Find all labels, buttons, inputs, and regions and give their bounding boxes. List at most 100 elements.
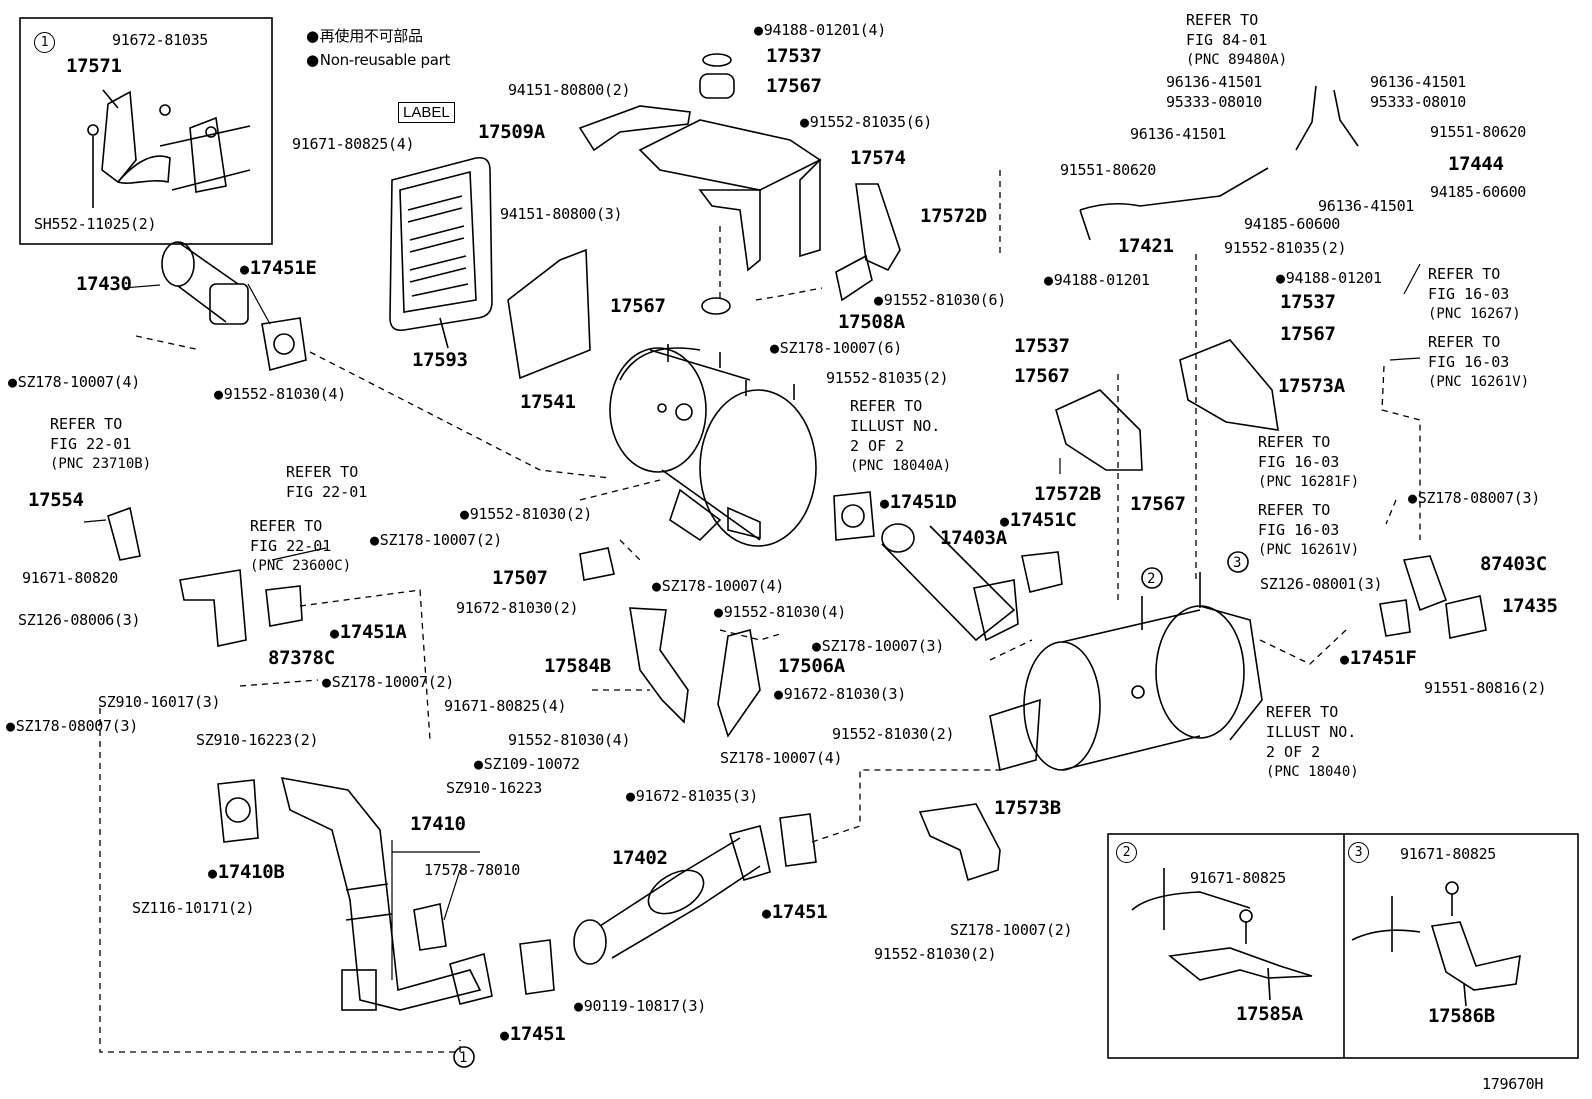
part-sz178-2a: SZ178-10007(2) [370,532,503,548]
part-90119: 90119-10817(3) [574,998,707,1014]
part-91552-81030-6: 91552-81030(6) [874,292,1007,308]
pipe-17402 [573,825,771,965]
inset2-drawing [1131,868,1313,1001]
part-sz910-3: SZ910-16017(3) [98,693,221,711]
legend-jp: 再使用不可部品 [306,28,423,44]
bracket-87378C [179,569,247,647]
bracket-17574 [638,53,822,315]
part-17572D: 17572D [920,205,987,227]
inset1-bracket-drawing [87,89,251,208]
drawing-marker-3: 3 [1233,555,1242,571]
part-17567-mid: 17567 [610,295,666,317]
bracket-17509A [578,105,691,152]
legend-en: Non-reusable part [306,52,451,68]
part-17573A: 17573A [1278,375,1345,397]
part-17578: 17578-78010 [424,861,521,879]
marker-3-circle [1227,551,1249,573]
drawing-marker-1: 1 [459,1050,468,1066]
drawing-marker-2: 2 [1147,571,1156,587]
part-sz910-16223-2: SZ910-16223(2) [196,731,319,749]
clamp-17578 [413,903,447,951]
bracket-17541 [507,248,591,380]
part-95333-b: 95333-08010 [1370,93,1467,111]
part-17451A: 17451A [330,622,407,643]
part-96136-a: 96136-41501 [1166,73,1263,91]
leader-lines [83,263,1421,980]
bracket-17572D [855,183,901,272]
gasket-17451-lower1 [779,813,817,867]
marker-2-circle [1141,567,1163,589]
gasket-17451A [265,585,303,627]
bracket-17506A [717,628,761,738]
bracket-17573B [918,803,1001,882]
part-sz910-16223: SZ910-16223 [446,779,543,797]
gasket-17451F [1379,599,1411,637]
bracket-17435 [1445,595,1487,639]
inset-marker-2: 2 [1116,842,1137,863]
bracket-17507 [579,547,615,581]
part-91671-80825-i2: 91671-80825 [1190,869,1287,887]
part-17435: 17435 [1502,595,1558,617]
hose-95333-left [1295,85,1317,151]
part-17444: 17444 [1448,153,1504,175]
bracket-17572B [1055,389,1143,471]
part-sz178-4c: SZ178-10007(4) [720,749,843,767]
part-91552-81030-4a: 91552-81030(4) [214,386,347,402]
part-sz126-08001: SZ126-08001(3) [1260,575,1383,593]
gasket-17451-lower2 [519,939,555,995]
part-17537-b: 17537 [1014,335,1070,357]
gasket-17410B [217,779,259,843]
part-91552-81030-2c: 91552-81030(2) [874,945,997,963]
pipe-17430 [161,241,249,325]
part-sz126-3: SZ126-08006(3) [18,611,141,629]
part-17573B: 17573B [994,797,1061,819]
part-96136-b: 96136-41501 [1370,73,1467,91]
part-sz178-2b: SZ178-10007(2) [322,674,455,690]
part-17508A: 17508A [838,311,905,333]
part-96136-c: 96136-41501 [1130,125,1227,143]
part-17403A: 17403A [940,527,1007,549]
marker-1-circle [453,1046,475,1068]
inset-frame-1 [19,17,273,245]
bracket-17573A [1179,339,1279,431]
gasket-17451E [261,317,307,372]
part-17506A: 17506A [778,655,845,677]
part-17430: 17430 [76,273,132,295]
inset-frame-2-3 [1107,833,1579,1059]
inset3-drawing [1351,881,1521,1007]
part-sz178-2c: SZ178-10007(2) [950,921,1073,939]
part-91671-80825-i3: 91671-80825 [1400,845,1497,863]
part-91552-81035-2b: 91552-81035(2) [826,369,949,387]
part-94188-c: 94188-01201 [1276,270,1382,286]
part-87403C: 87403C [1480,553,1547,575]
part-17567-b: 17567 [1014,365,1070,387]
pipe-17403A [881,523,1019,642]
part-17541: 17541 [520,391,576,413]
part-91551-80620-a: 91551-80620 [1430,123,1527,141]
part-17537-c: 17537 [1280,291,1336,313]
part-91672-81030-2: 91672-81030(2) [456,599,579,617]
part-91671-80820: 91671-80820 [22,569,119,587]
part-17410B: 17410B [208,862,285,883]
part-91671-80825-4: 91671-80825(4) [292,135,415,153]
part-sz178-3a: SZ178-10007(3) [812,638,945,654]
part-17567-top: 17567 [766,75,822,97]
part-17402: 17402 [612,847,668,869]
part-91672-81030-3: 91672-81030(3) [774,686,907,702]
part-17574: 17574 [850,147,906,169]
gasket-17451D [833,491,875,541]
part-91551-80816: 91551-80816(2) [1424,679,1547,697]
part-94188-b: 94188-01201 [1044,272,1150,288]
bracket-17554 [107,506,141,561]
part-17421: 17421 [1118,235,1174,257]
bracket-17508A [835,254,873,302]
part-17571: 17571 [66,55,122,77]
part-17410: 17410 [410,813,466,835]
part-91552-81030-2b: 91552-81030(2) [832,725,955,743]
part-91672-81035: 91672-81035 [112,31,209,49]
